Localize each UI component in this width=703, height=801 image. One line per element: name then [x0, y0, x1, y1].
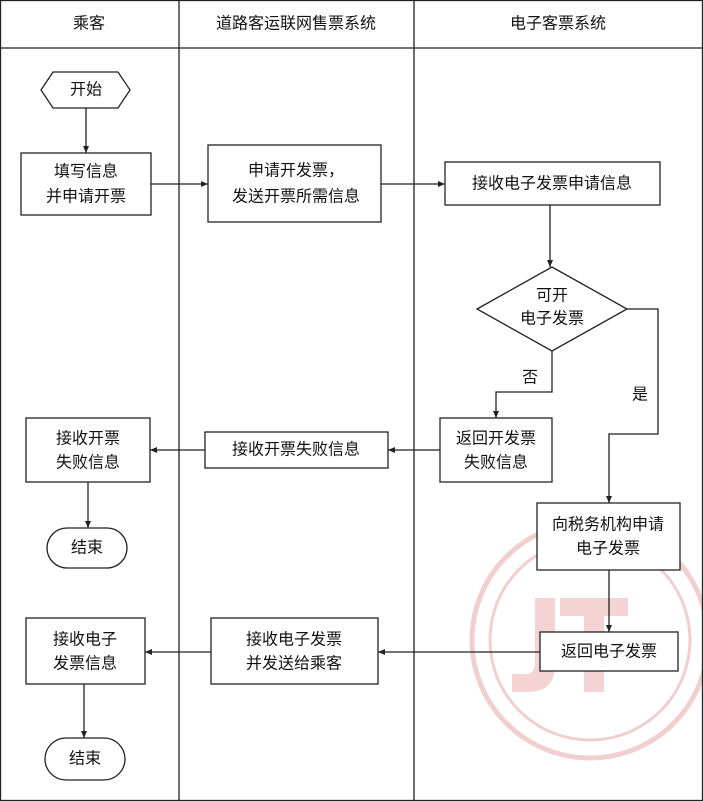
branch-label-no: 否 — [522, 368, 538, 387]
branch-label-yes: 是 — [632, 385, 648, 404]
return-invoice-node: 返回电子发票 — [539, 631, 679, 672]
passenger-receive-invoice-node: 接收电子 发票信息 — [25, 617, 146, 685]
system-receive-fail-node: 接收开票失败信息 — [204, 431, 389, 469]
svg-text:电子发票: 电子发票 — [520, 309, 584, 328]
lane-header-ticket-system: 道路客运联网售票系统 — [216, 14, 376, 33]
svg-text:发送开票所需信息: 发送开票所需信息 — [232, 187, 360, 206]
fill-info-node: 填写信息 并申请开票 — [20, 152, 152, 216]
end-node-2: 结束 — [44, 737, 126, 781]
svg-text:结束: 结束 — [71, 538, 103, 557]
svg-text:结束: 结束 — [69, 749, 101, 768]
svg-text:申请开发票，: 申请开发票， — [248, 161, 344, 180]
start-node: 开始 — [40, 71, 131, 109]
svg-text:发票信息: 发票信息 — [53, 654, 117, 673]
svg-text:电子发票: 电子发票 — [576, 539, 640, 558]
svg-text:并申请开票: 并申请开票 — [46, 187, 126, 206]
svg-text:失败信息: 失败信息 — [56, 453, 120, 472]
svg-text:接收开票失败信息: 接收开票失败信息 — [232, 440, 360, 459]
decision-node: 可开 电子发票 — [475, 266, 629, 352]
connectors — [81, 108, 659, 738]
svg-text:接收电子发票: 接收电子发票 — [246, 630, 342, 649]
request-invoice-node: 申请开发票， 发送开票所需信息 — [207, 144, 382, 223]
lane-header-passenger: 乘客 — [73, 14, 105, 33]
lane-header-e-ticket-system: 电子客票系统 — [510, 14, 606, 33]
svg-text:接收电子: 接收电子 — [53, 630, 117, 649]
passenger-receive-fail-node: 接收开票 失败信息 — [25, 417, 151, 483]
apply-tax-node: 向税务机构申请 电子发票 — [536, 502, 681, 571]
svg-text:开始: 开始 — [70, 80, 102, 99]
svg-text:接收电子发票申请信息: 接收电子发票申请信息 — [472, 174, 632, 193]
svg-text:失败信息: 失败信息 — [464, 453, 528, 472]
return-fail-node: 返回开发票 失败信息 — [439, 417, 553, 483]
svg-text:返回电子发票: 返回电子发票 — [561, 642, 657, 661]
svg-text:填写信息: 填写信息 — [54, 162, 118, 181]
svg-text:返回开发票: 返回开发票 — [456, 429, 536, 448]
svg-text:接收开票: 接收开票 — [56, 429, 120, 448]
receive-request-node: 接收电子发票申请信息 — [444, 161, 661, 206]
svg-text:并发送给乘客: 并发送给乘客 — [246, 654, 342, 673]
svg-text:向税务机构申请: 向税务机构申请 — [552, 515, 664, 534]
svg-text:可开: 可开 — [536, 286, 568, 305]
system-receive-invoice-node: 接收电子发票 并发送给乘客 — [210, 617, 379, 685]
end-node-1: 结束 — [46, 527, 128, 569]
